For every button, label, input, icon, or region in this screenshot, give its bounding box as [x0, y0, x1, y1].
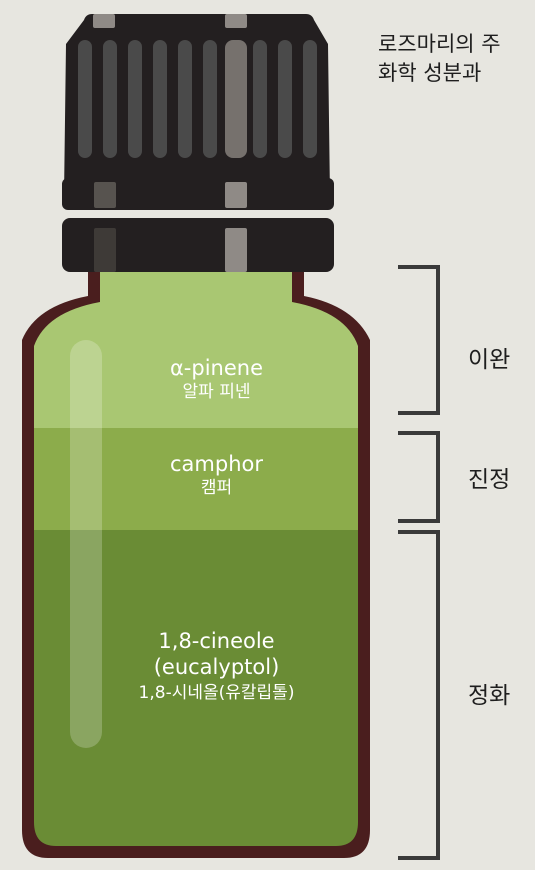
alpha-pinene-name-en: α-pinene	[169, 356, 264, 380]
layer-cineole-label: 1,8-cineole (eucalyptol) 1,8-시네올(유칼립톨)	[37, 628, 396, 704]
layer-cineole	[34, 530, 358, 846]
cineole-name-en-2: (eucalyptol)	[153, 655, 280, 679]
cap-band-lower	[62, 218, 334, 272]
layer-camphor	[34, 428, 358, 530]
layer-alpha-pinene-label: α-pinene 알파 피넨	[37, 355, 396, 403]
effect-label-purify: 정화	[468, 683, 511, 709]
cap-highlights	[93, 14, 247, 158]
cineole-name-ko: 1,8-시네올(유칼립톨)	[138, 683, 295, 703]
caption-line-1: 로즈마리의 주	[378, 32, 501, 56]
camphor-name-ko: 캠퍼	[200, 478, 233, 498]
bracket-cineole	[398, 530, 440, 860]
alpha-pinene-name-ko: 알파 피넨	[182, 382, 251, 402]
glass-reflection	[70, 340, 102, 748]
caption: 로즈마리의 주 화학 성분과	[378, 30, 501, 88]
effect-label-relax: 이완	[468, 347, 511, 373]
cineole-name-en: 1,8-cineole	[158, 629, 275, 653]
layer-camphor-label: camphor 캠퍼	[37, 451, 396, 499]
cap-band-upper	[62, 178, 334, 210]
effect-label-calm: 진정	[468, 467, 511, 493]
caption-line-2: 화학 성분과	[378, 61, 482, 85]
camphor-name-en: camphor	[170, 452, 263, 476]
bracket-alpha-pinene	[398, 265, 440, 415]
bracket-camphor	[398, 431, 440, 523]
